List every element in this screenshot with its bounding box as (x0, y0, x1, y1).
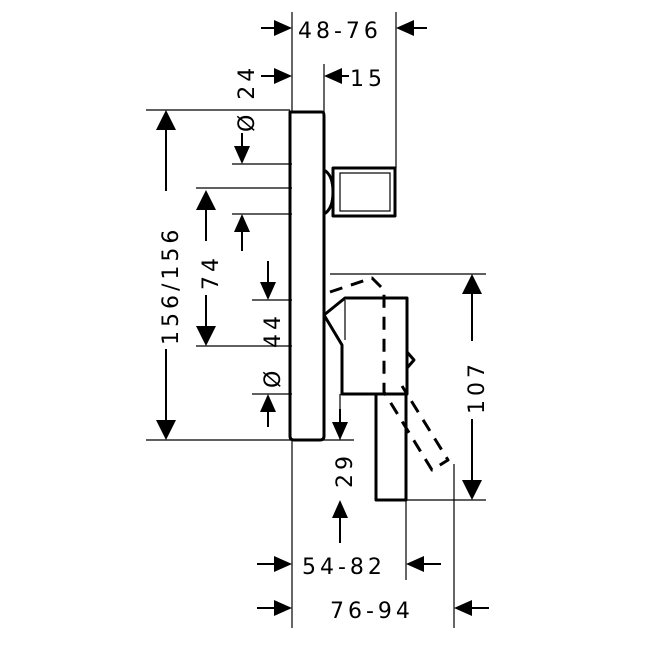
label-107: 107 (465, 360, 490, 414)
dimension-156: 156/156 (156, 110, 184, 440)
dimension-74: 74 (196, 190, 224, 346)
label-76-94: 76-94 (330, 599, 414, 624)
label-15: 15 (350, 67, 386, 92)
label-44: 44 (261, 312, 286, 348)
extension-lines (146, 12, 486, 628)
dimension-29: 29 (332, 409, 358, 543)
dimension-76-94: 76-94 (257, 599, 489, 624)
dimension-diameter-24: Ø 24 (234, 64, 260, 251)
label-diameter-lower: Ø (261, 367, 286, 388)
wall-plate (288, 110, 326, 442)
label-74: 74 (199, 254, 224, 290)
dimension-15: 15 (261, 67, 386, 92)
dimension-107: 107 (462, 274, 490, 500)
dimension-54-82: 54-82 (257, 555, 441, 580)
label-156: 156/156 (159, 226, 184, 345)
label-29: 29 (333, 452, 358, 488)
diverter-knob (323, 166, 397, 218)
dimension-44: 44 (260, 261, 286, 348)
mixer-lever (322, 296, 416, 502)
lever-swing-outline (329, 276, 450, 472)
dimension-48-76: 48-76 (261, 19, 427, 44)
dimension-diameter-lower: Ø (260, 367, 286, 427)
label-54-82: 54-82 (302, 555, 386, 580)
label-diameter-24: Ø 24 (235, 64, 260, 132)
label-48-76: 48-76 (298, 19, 382, 44)
